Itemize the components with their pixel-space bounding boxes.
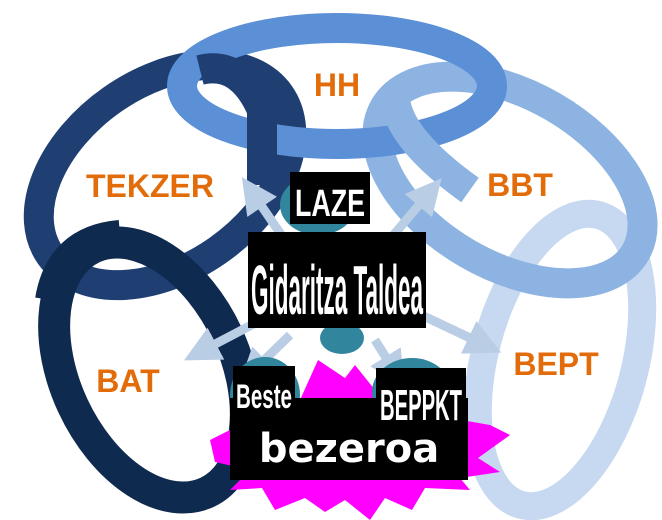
beste-label: Beste bbox=[236, 378, 292, 416]
ring-tekzer bbox=[23, 49, 307, 301]
ring-label-bat: BAT bbox=[96, 363, 160, 399]
beste-box bbox=[233, 366, 295, 416]
ring-tekzer-overlap bbox=[196, 53, 277, 185]
ring-bbt-overlap bbox=[380, 97, 479, 203]
laze-box bbox=[290, 172, 370, 224]
bezeroa-label: bezeroa bbox=[259, 426, 439, 472]
beppkt-box bbox=[376, 368, 466, 430]
laze-label: LAZE bbox=[295, 183, 365, 225]
ring-label-bept: BEPT bbox=[513, 346, 599, 382]
ring-label-bbt: BBT bbox=[487, 167, 553, 203]
beppkt-label: BEPPKT bbox=[380, 381, 462, 430]
ring-hh bbox=[167, 13, 507, 159]
gidaritza-label: Gidaritza Taldea bbox=[251, 251, 423, 329]
ring-label-hh: HH bbox=[314, 67, 360, 103]
gidaritza-box bbox=[248, 232, 426, 328]
arrow-to-bept bbox=[413, 307, 502, 354]
ring-label-tekzer: TEKZER bbox=[86, 168, 214, 204]
ring-bat-overlap bbox=[35, 220, 122, 304]
teal-blob-center bbox=[320, 322, 364, 354]
